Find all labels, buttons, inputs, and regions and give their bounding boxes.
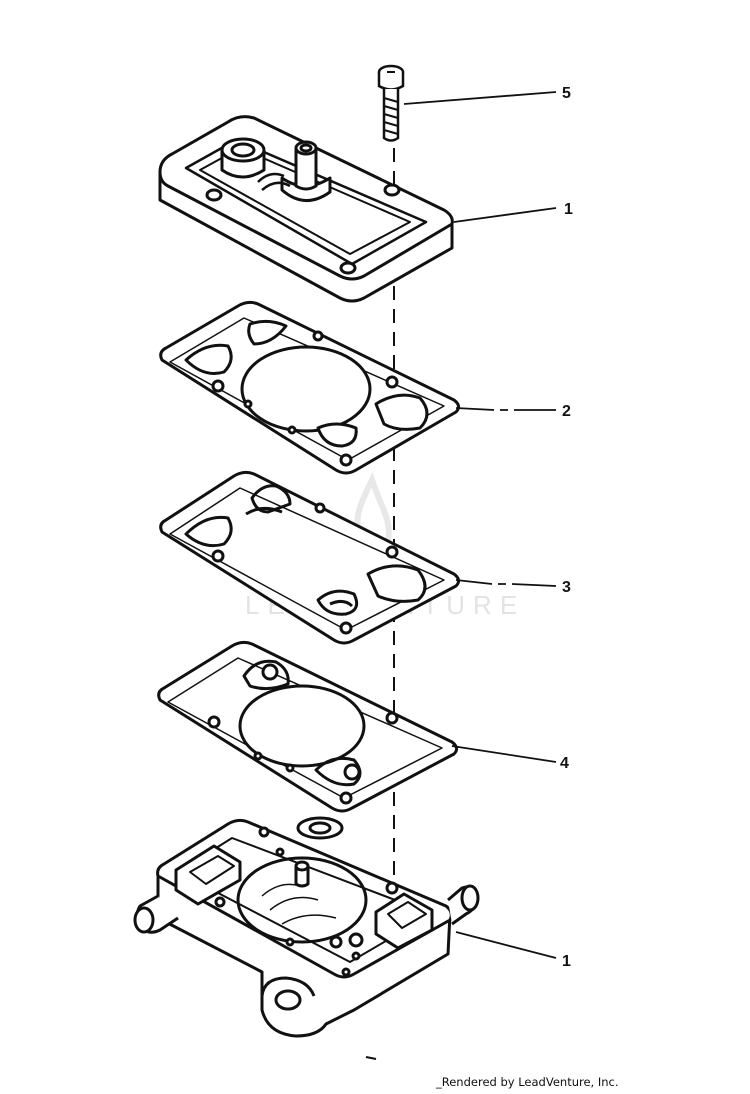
bolt-part xyxy=(377,64,405,142)
callout-top-cover: 1 xyxy=(564,201,573,218)
callout-bolt: 5 xyxy=(562,85,571,102)
upper-gasket-part xyxy=(159,300,461,475)
callout-lower-gasket: 4 xyxy=(560,755,569,772)
pump-body-part xyxy=(133,816,480,1038)
callout-diaphragm: 3 xyxy=(562,579,571,596)
registration-mark xyxy=(365,1056,377,1060)
diaphragm-part xyxy=(159,470,461,645)
footer-credit: _Rendered by LeadVenture, Inc. xyxy=(436,1075,619,1089)
top-cover-part xyxy=(158,115,454,303)
callout-upper-gasket: 2 xyxy=(562,403,571,420)
callout-pump-body: 1 xyxy=(562,953,571,970)
lower-gasket-part xyxy=(157,640,459,813)
leader-lines xyxy=(403,91,557,959)
